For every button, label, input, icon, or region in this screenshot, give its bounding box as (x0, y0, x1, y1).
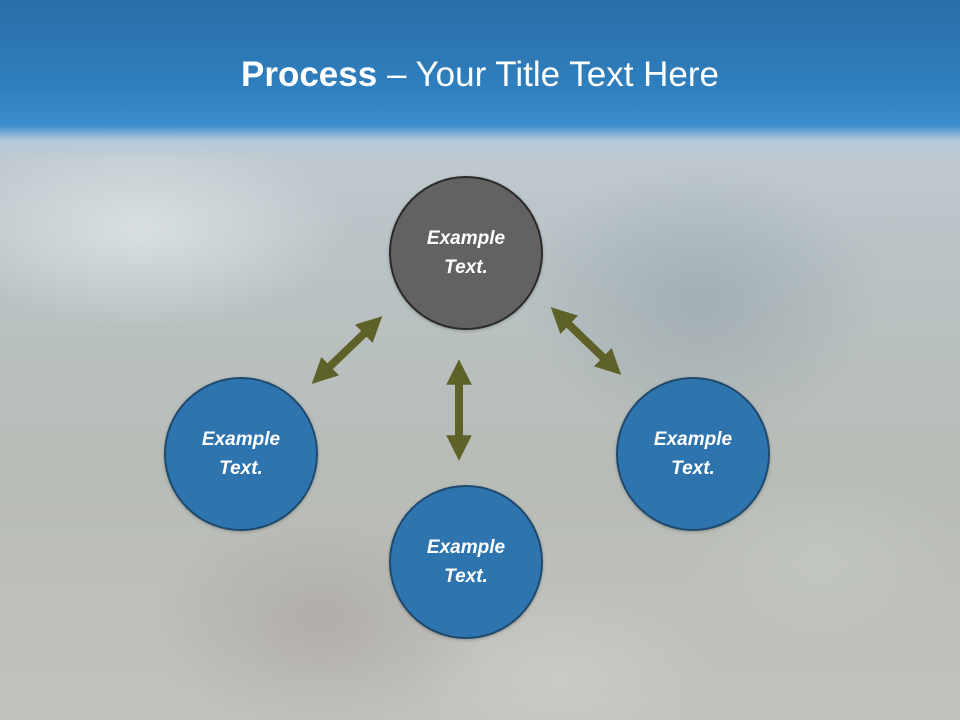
bottom-node-line2: Text. (444, 566, 488, 587)
arrow-center-right (550, 307, 622, 375)
center-node-label: Example Text. (406, 224, 526, 282)
center-node-line2: Text. (444, 257, 488, 278)
arrow-center-left (311, 316, 383, 384)
left-node-label: Example Text. (181, 425, 301, 483)
left-node-line2: Text. (219, 458, 263, 479)
bottom-node-line1: Example (426, 537, 506, 558)
left-node-line1: Example (201, 429, 281, 450)
bottom-node-circle[interactable]: Example Text. (389, 485, 543, 639)
title-bar (0, 0, 960, 160)
right-node-line2: Text. (671, 458, 715, 479)
right-node-line1: Example (653, 429, 733, 450)
left-node-circle[interactable]: Example Text. (164, 377, 318, 531)
bottom-node-label: Example Text. (406, 533, 526, 591)
right-node-label: Example Text. (633, 425, 753, 483)
center-node-circle[interactable]: Example Text. (389, 176, 543, 330)
title-bold-part: Process (241, 55, 378, 94)
slide-title: Process – Your Title Text Here (0, 50, 960, 100)
title-regular-part: – Your Title Text Here (377, 55, 719, 94)
center-node-line1: Example (426, 228, 506, 249)
right-node-circle[interactable]: Example Text. (616, 377, 770, 531)
